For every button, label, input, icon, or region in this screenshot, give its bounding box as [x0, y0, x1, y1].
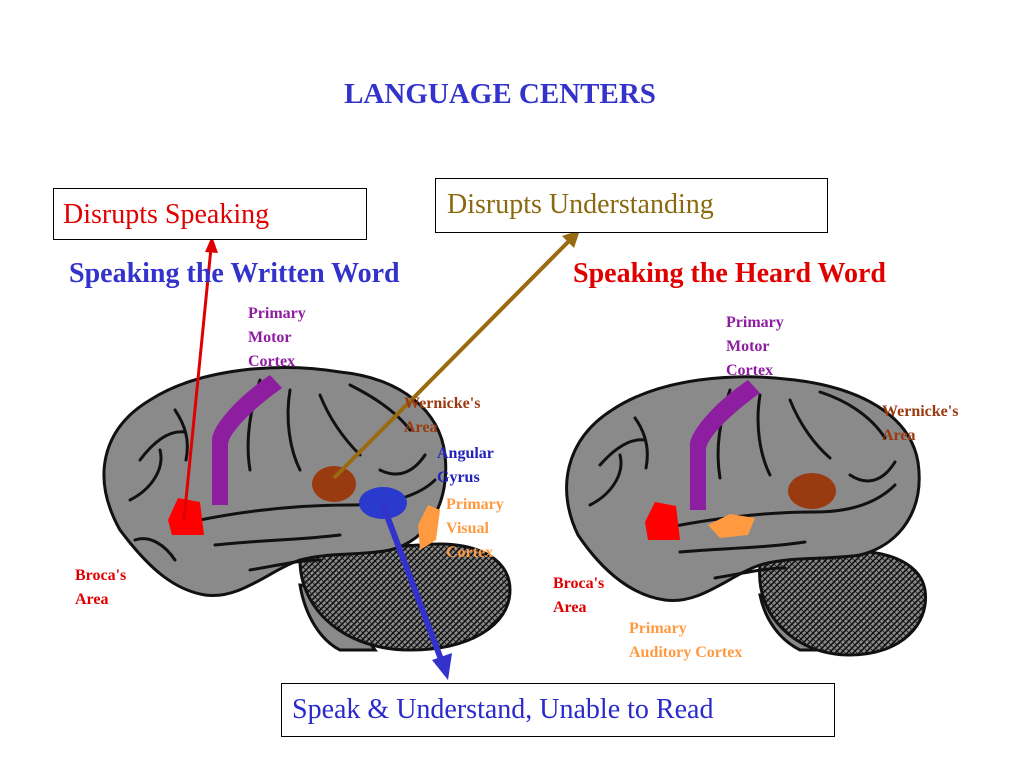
slide-title: LANGUAGE CENTERS — [344, 78, 656, 110]
right-label-brocas-area: Broca's Area — [553, 575, 605, 616]
arrow-disrupts-understanding — [332, 230, 580, 480]
right-label-primary-motor-cortex: Primary Motor Cortex — [726, 314, 784, 379]
arrow-unable-to-read — [380, 503, 452, 680]
left-brain — [102, 366, 512, 652]
left-label-primary-motor-cortex: Primary Motor Cortex — [248, 305, 306, 370]
heading-written-word: Speaking the Written Word — [69, 258, 400, 289]
left-motor-cortex — [212, 375, 282, 505]
left-angular-gyrus — [359, 487, 407, 519]
left-label-angular-gyrus: Angular Gyrus — [437, 445, 494, 486]
left-label-wernickes-area: Wernicke's Area — [404, 395, 481, 436]
right-cerebrum — [565, 375, 921, 603]
disrupts-understanding-box: Disrupts Understanding — [435, 178, 828, 233]
right-auditory-cortex — [708, 514, 755, 538]
heading-heard-word: Speaking the Heard Word — [573, 258, 886, 289]
left-cerebrum — [102, 366, 448, 598]
left-brocas-area — [168, 498, 204, 535]
right-label-primary-auditory-cortex: Primary Auditory Cortex — [629, 620, 743, 661]
left-sulci — [128, 378, 437, 572]
right-wernickes-area — [788, 473, 836, 509]
arrow-disrupts-speaking — [182, 236, 218, 521]
right-brocas-area — [645, 502, 680, 540]
left-wernickes-area — [312, 466, 356, 502]
left-visual-cortex — [418, 505, 440, 550]
disrupts-speaking-box: Disrupts Speaking — [53, 188, 367, 240]
left-label-primary-visual-cortex: Primary Visual Cortex — [446, 496, 504, 561]
left-label-brocas-area: Broca's Area — [75, 567, 127, 608]
right-label-wernickes-area: Wernicke's Area — [882, 403, 959, 444]
right-brain — [565, 375, 928, 657]
right-motor-cortex — [690, 380, 760, 510]
unable-to-read-box: Speak & Understand, Unable to Read — [281, 683, 835, 737]
